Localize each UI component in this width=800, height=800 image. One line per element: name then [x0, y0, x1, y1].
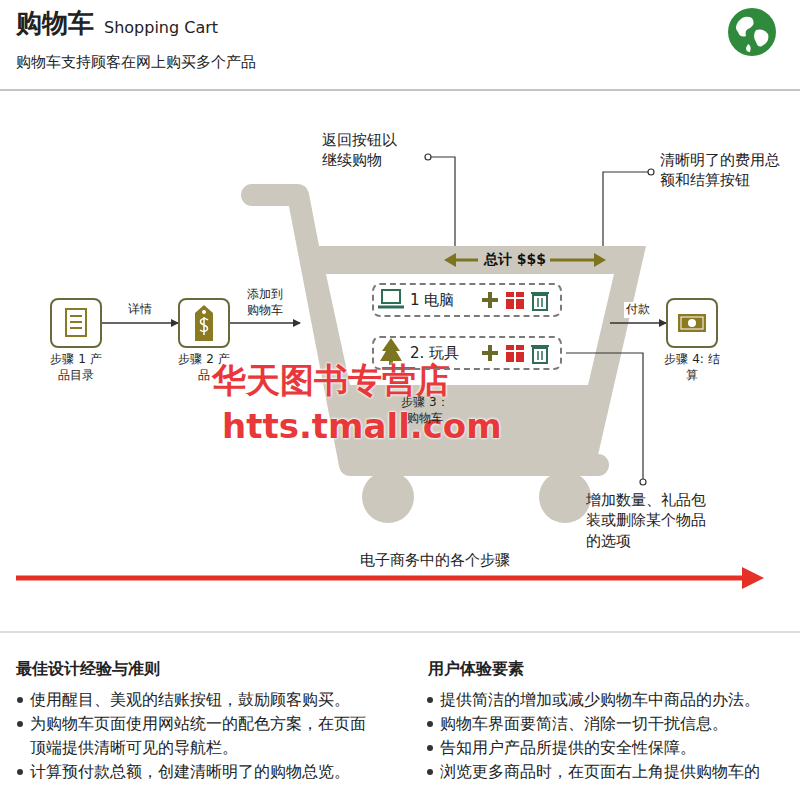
label: htts.tmall.com	[222, 404, 502, 450]
label: 电子商务中的各个步骤	[360, 550, 510, 570]
bullet-dot	[427, 697, 433, 703]
bullet-text: 计算预付款总额，创建清晰明了的购物总览。	[30, 760, 375, 784]
item-icons	[378, 290, 549, 365]
node-text: 步骤 2 产品	[176, 352, 232, 383]
cart-item: 2. 玩具	[372, 336, 562, 370]
bullet-text: 提供简洁的增加或减少购物车中商品的办法。	[440, 688, 790, 712]
edge-label: 详情	[126, 302, 154, 318]
bullet-text: 浏览更多商品时，在页面右上角提供购物车的	[440, 760, 790, 784]
label: 返回按钮以继续购物	[322, 130, 402, 171]
node-text: 步骤 1 产品目录	[48, 352, 104, 383]
bullet-text: 购物车界面要简洁、消除一切干扰信息。	[440, 712, 790, 736]
edge-label: 付款	[624, 302, 652, 318]
step-box: 步骤 1 产品目录	[50, 298, 102, 348]
connector-arrow	[610, 322, 666, 323]
bullet-text: 为购物车页面使用网站统一的配色方案，在页面顶端提供清晰可见的导航栏。	[30, 712, 375, 760]
bullet-dot	[427, 721, 433, 727]
label: 最佳设计经验与准则	[16, 658, 160, 680]
rules	[0, 90, 800, 632]
connector-arrow	[102, 322, 178, 323]
edge-label: 添加到购物车	[243, 287, 287, 318]
node-text: 步骤 4: 结算	[664, 352, 720, 383]
bullet-dot	[17, 697, 23, 703]
label: 清晰明了的费用总额和结算按钮	[660, 150, 782, 191]
cart-item: 1 电脑	[372, 283, 562, 317]
steps-arrow	[16, 567, 764, 589]
bullet-dot	[427, 769, 433, 775]
cart-region: 步骤 3： 购物车 1 电脑 2. 玩具	[300, 245, 610, 460]
label: 购物车支持顾客在网上购买多个产品	[16, 52, 256, 72]
step-box: 步骤 4: 结算	[666, 298, 718, 348]
bullet-dot	[17, 721, 23, 727]
label: 增加数量、礼品包装或删除某个物品的选项	[586, 490, 708, 551]
bullet-text: 使用醒目、美观的结账按钮，鼓励顾客购买。	[30, 688, 375, 712]
node-text: 2. 玩具	[410, 343, 459, 363]
node-text: 1 电脑	[410, 290, 454, 310]
title: 购物车	[16, 6, 94, 41]
step-box: 步骤 2 产品	[178, 298, 230, 348]
shopping-cart	[252, 195, 646, 523]
bullet-dot	[17, 769, 23, 775]
connector-arrow	[230, 322, 300, 323]
bullet-text: 告知用户产品所提供的安全性保障。	[440, 736, 790, 760]
label: 总计 $$$	[484, 250, 546, 269]
node-text: 步骤 3： 购物车	[397, 395, 453, 426]
label: Shopping Cart	[104, 17, 218, 39]
label: 用户体验要素	[428, 658, 524, 680]
bullet-dot	[427, 745, 433, 751]
globe-icon	[728, 8, 776, 56]
